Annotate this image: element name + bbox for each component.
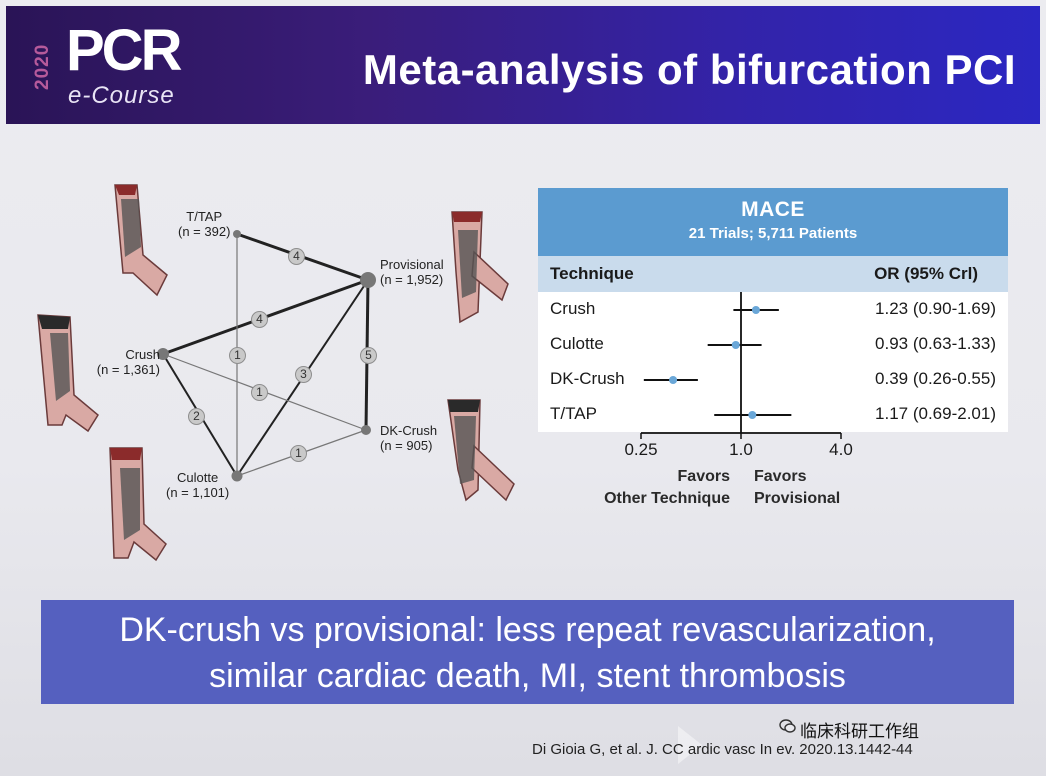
- node-label-provisional: Provisional (n = 1,952): [380, 257, 444, 287]
- point-estimate-3: [748, 411, 757, 419]
- node-count-provisional: (n = 1,952): [380, 272, 444, 287]
- citation: Di Gioia G, et al. J. CC ardic vasc In e…: [532, 741, 913, 758]
- edge-badge-culotte-provisional: 3: [295, 366, 312, 383]
- node-label-culotte: Culotte (n = 1,101): [166, 470, 229, 500]
- forest-body: Crush 1.23 (0.90-1.69) Culotte 0.93 (0.6…: [538, 292, 1008, 432]
- banner-line-1: DK-crush vs provisional: less repeat rev…: [119, 611, 936, 649]
- point-estimate-0: [751, 306, 760, 314]
- stent-illustration-crush: [37, 314, 99, 433]
- favors-right-line1: Favors: [754, 468, 807, 485]
- favors-other-label: Favors Other Technique: [588, 466, 730, 510]
- point-estimate-2: [669, 376, 678, 384]
- forest-header: MACE 21 Trials; 5,711 Patients: [538, 188, 1008, 256]
- logo-pcr: PCR: [66, 18, 182, 83]
- forest-column-header: Technique OR (95% Crl): [538, 256, 1008, 292]
- node-label-crush: Crush (n = 1,361): [90, 347, 160, 377]
- network-node-dkcrush: [361, 425, 371, 435]
- node-name-culotte: Culotte: [177, 470, 219, 485]
- favors-provisional-label: Favors Provisional: [754, 466, 840, 510]
- network-node-provisional: [360, 272, 376, 288]
- column-technique: Technique: [550, 264, 634, 283]
- node-count-crush: (n = 1,361): [96, 362, 160, 377]
- forest-row-or: 0.39 (0.26-0.55): [875, 369, 996, 388]
- tick-label-1: 1.0: [729, 440, 753, 459]
- slide-title: Meta-analysis of bifurcation PCI: [362, 46, 1016, 93]
- network-diagram: T/TAP (n = 392) Provisional (n = 1,952) …: [20, 160, 540, 580]
- forest-plot: MACE 21 Trials; 5,711 Patients Technique…: [538, 188, 1008, 518]
- forest-svg: [640, 292, 842, 439]
- edge-badge-crush-provisional: 4: [251, 311, 268, 328]
- forest-row-label: DK-Crush: [550, 369, 625, 388]
- edge-badge-crush-dkcrush: 1: [251, 384, 268, 401]
- node-count-dkcrush: (n = 905): [380, 438, 433, 453]
- node-count-culotte: (n = 1,101): [166, 485, 230, 500]
- column-or: OR (95% Crl): [874, 264, 978, 283]
- forest-row-crush: Crush 1.23 (0.90-1.69): [538, 292, 1008, 327]
- slide-header: 2020 PCR e-Course Meta-analysis of bifur…: [6, 6, 1040, 124]
- stent-illustration-ttap: [114, 184, 168, 297]
- forest-row-label: T/TAP: [550, 404, 597, 423]
- stent-illustration-dkcrush: [447, 399, 515, 502]
- node-name-provisional: Provisional: [380, 257, 444, 272]
- play-icon[interactable]: [672, 720, 706, 770]
- favors-left-line2: Other Technique: [604, 490, 730, 507]
- tick-label-0: 0.25: [624, 440, 658, 459]
- logo-ecourse: e-Course: [68, 82, 175, 109]
- favors-right-line2: Provisional: [754, 490, 841, 507]
- tick-label-2: 4.0: [829, 440, 853, 459]
- network-node-ttap: [233, 230, 241, 238]
- edge-badge-provisional-dkcrush: 5: [360, 347, 377, 364]
- forest-row-label: Culotte: [550, 334, 604, 353]
- forest-row-label: Crush: [550, 299, 596, 318]
- node-name-dkcrush: DK-Crush: [380, 423, 438, 438]
- node-label-ttap: T/TAP (n = 392): [178, 209, 230, 239]
- node-name-ttap: T/TAP: [186, 209, 223, 224]
- edge-layer: [162, 232, 370, 477]
- edge-badge-ttap-provisional: 4: [288, 248, 305, 265]
- forest-row-ttap: T/TAP 1.17 (0.69-2.01): [538, 397, 1008, 432]
- stent-illustration-culotte: [109, 447, 167, 562]
- forest-row-or: 0.93 (0.63-1.33): [875, 334, 996, 353]
- node-name-crush: Crush: [125, 347, 160, 362]
- forest-title: MACE: [741, 198, 805, 221]
- forest-row-or: 1.23 (0.90-1.69): [875, 299, 996, 318]
- forest-row-culotte: Culotte 0.93 (0.63-1.33): [538, 327, 1008, 362]
- conclusion-banner: DK-crush vs provisional: less repeat rev…: [41, 600, 1014, 704]
- forest-row-dkcrush: DK-Crush 0.39 (0.26-0.55): [538, 362, 1008, 397]
- banner-line-2: similar cardiac death, MI, stent thrombo…: [209, 657, 846, 695]
- watermark-text: 临床科研工作组: [800, 722, 919, 741]
- network-node-culotte: [231, 470, 243, 482]
- logo-year: 2020: [32, 43, 53, 91]
- edge-badge-ttap-culotte: 1: [229, 347, 246, 364]
- stent-illustration-provisional: [451, 211, 509, 324]
- node-count-ttap: (n = 392): [178, 224, 231, 239]
- edge-badge-crush-culotte: 2: [188, 408, 205, 425]
- node-label-dkcrush: DK-Crush (n = 905): [380, 423, 437, 453]
- forest-row-or: 1.17 (0.69-2.01): [875, 404, 996, 423]
- wechat-icon: [779, 719, 796, 733]
- favors-left-line1: Favors: [677, 468, 730, 485]
- node-layer: [157, 230, 376, 482]
- edge-badge-culotte-dkcrush: 1: [290, 445, 307, 462]
- point-estimate-1: [731, 341, 740, 349]
- forest-subtitle: 21 Trials; 5,711 Patients: [688, 225, 858, 242]
- network-node-crush: [157, 348, 169, 360]
